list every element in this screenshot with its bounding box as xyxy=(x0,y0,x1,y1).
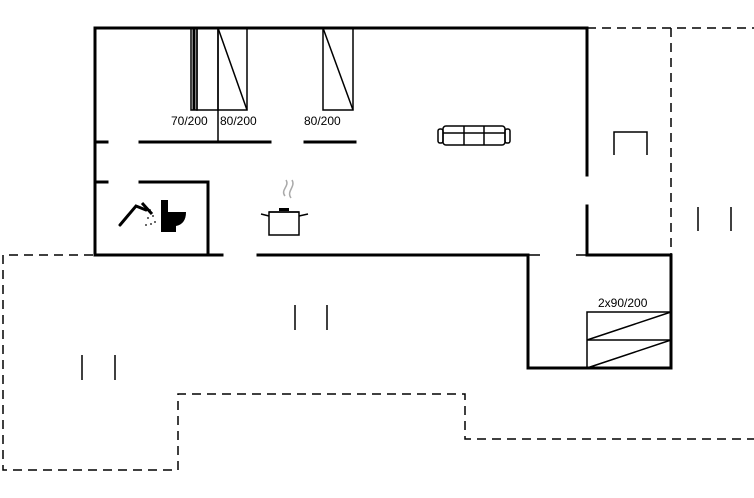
chair-icon xyxy=(613,131,648,155)
exterior-walls xyxy=(93,26,673,370)
bed-label-3: 80/200 xyxy=(304,114,341,128)
bed-label-1: 70/200 xyxy=(171,114,208,128)
wardrobe-3 xyxy=(322,27,354,111)
toilet-icon xyxy=(161,200,186,232)
sofa-icon xyxy=(437,125,511,146)
shower-icon xyxy=(118,201,156,227)
wardrobe-2 xyxy=(217,27,248,111)
cooking-pot-icon xyxy=(260,179,309,236)
bunk-bed xyxy=(586,311,672,369)
terrace-outline-left xyxy=(2,254,754,471)
wardrobe-1 xyxy=(190,27,219,111)
interior-walls xyxy=(93,110,587,257)
terrace-outline-right xyxy=(587,27,754,255)
bed-label-4: 2x90/200 xyxy=(598,296,648,310)
window-marks xyxy=(81,207,732,380)
bed-label-2: 80/200 xyxy=(220,114,257,128)
